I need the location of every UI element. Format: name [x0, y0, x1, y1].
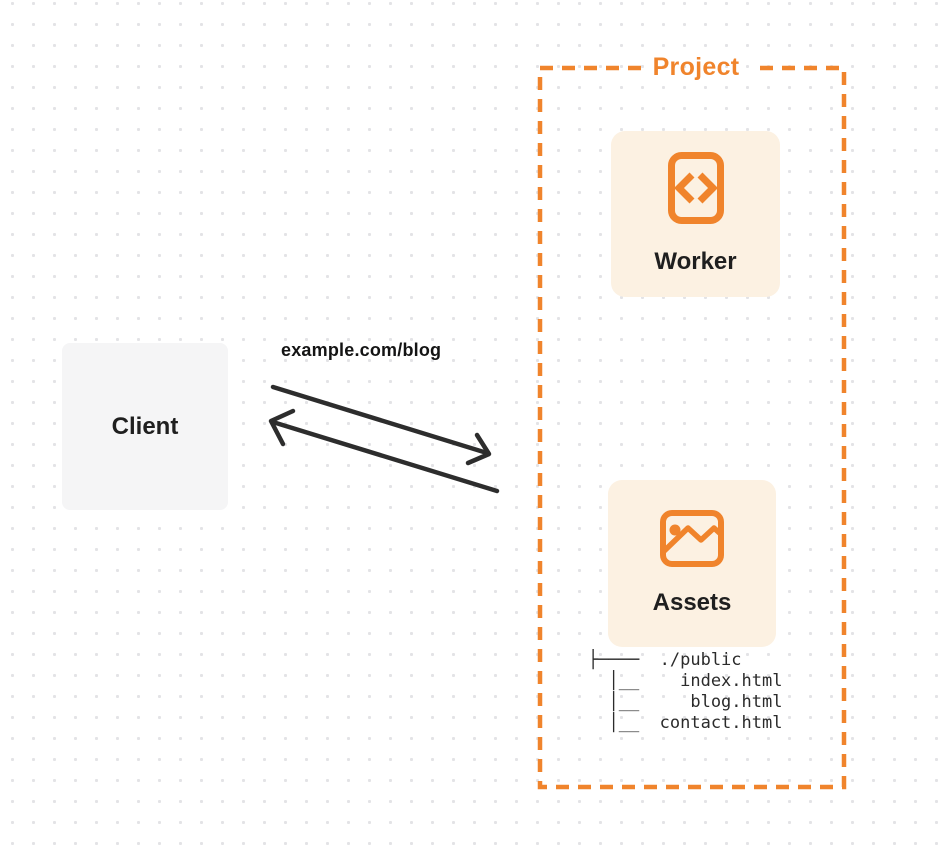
response-arrow [268, 408, 500, 494]
assets-file-tree: ├──── ./public │__ index.html │__ blog.h… [588, 650, 782, 734]
worker-node: Worker [611, 131, 780, 297]
request-arrow [270, 384, 492, 466]
worker-label: Worker [654, 248, 737, 275]
project-group-label: Project [652, 53, 740, 81]
assets-label: Assets [652, 589, 732, 616]
request-url-label: example.com/blog [281, 340, 442, 360]
file-tree-index: │__ index.html [588, 671, 783, 691]
code-document-icon [667, 152, 724, 224]
assets-node: Assets [608, 480, 776, 647]
file-tree-contact: │__ contact.html [588, 713, 783, 733]
client-node: Client [62, 343, 228, 510]
client-label: Client [111, 412, 179, 440]
file-tree-root: ├──── ./public [588, 650, 742, 670]
file-tree-blog: │__ blog.html [588, 692, 783, 712]
image-icon [660, 510, 724, 567]
